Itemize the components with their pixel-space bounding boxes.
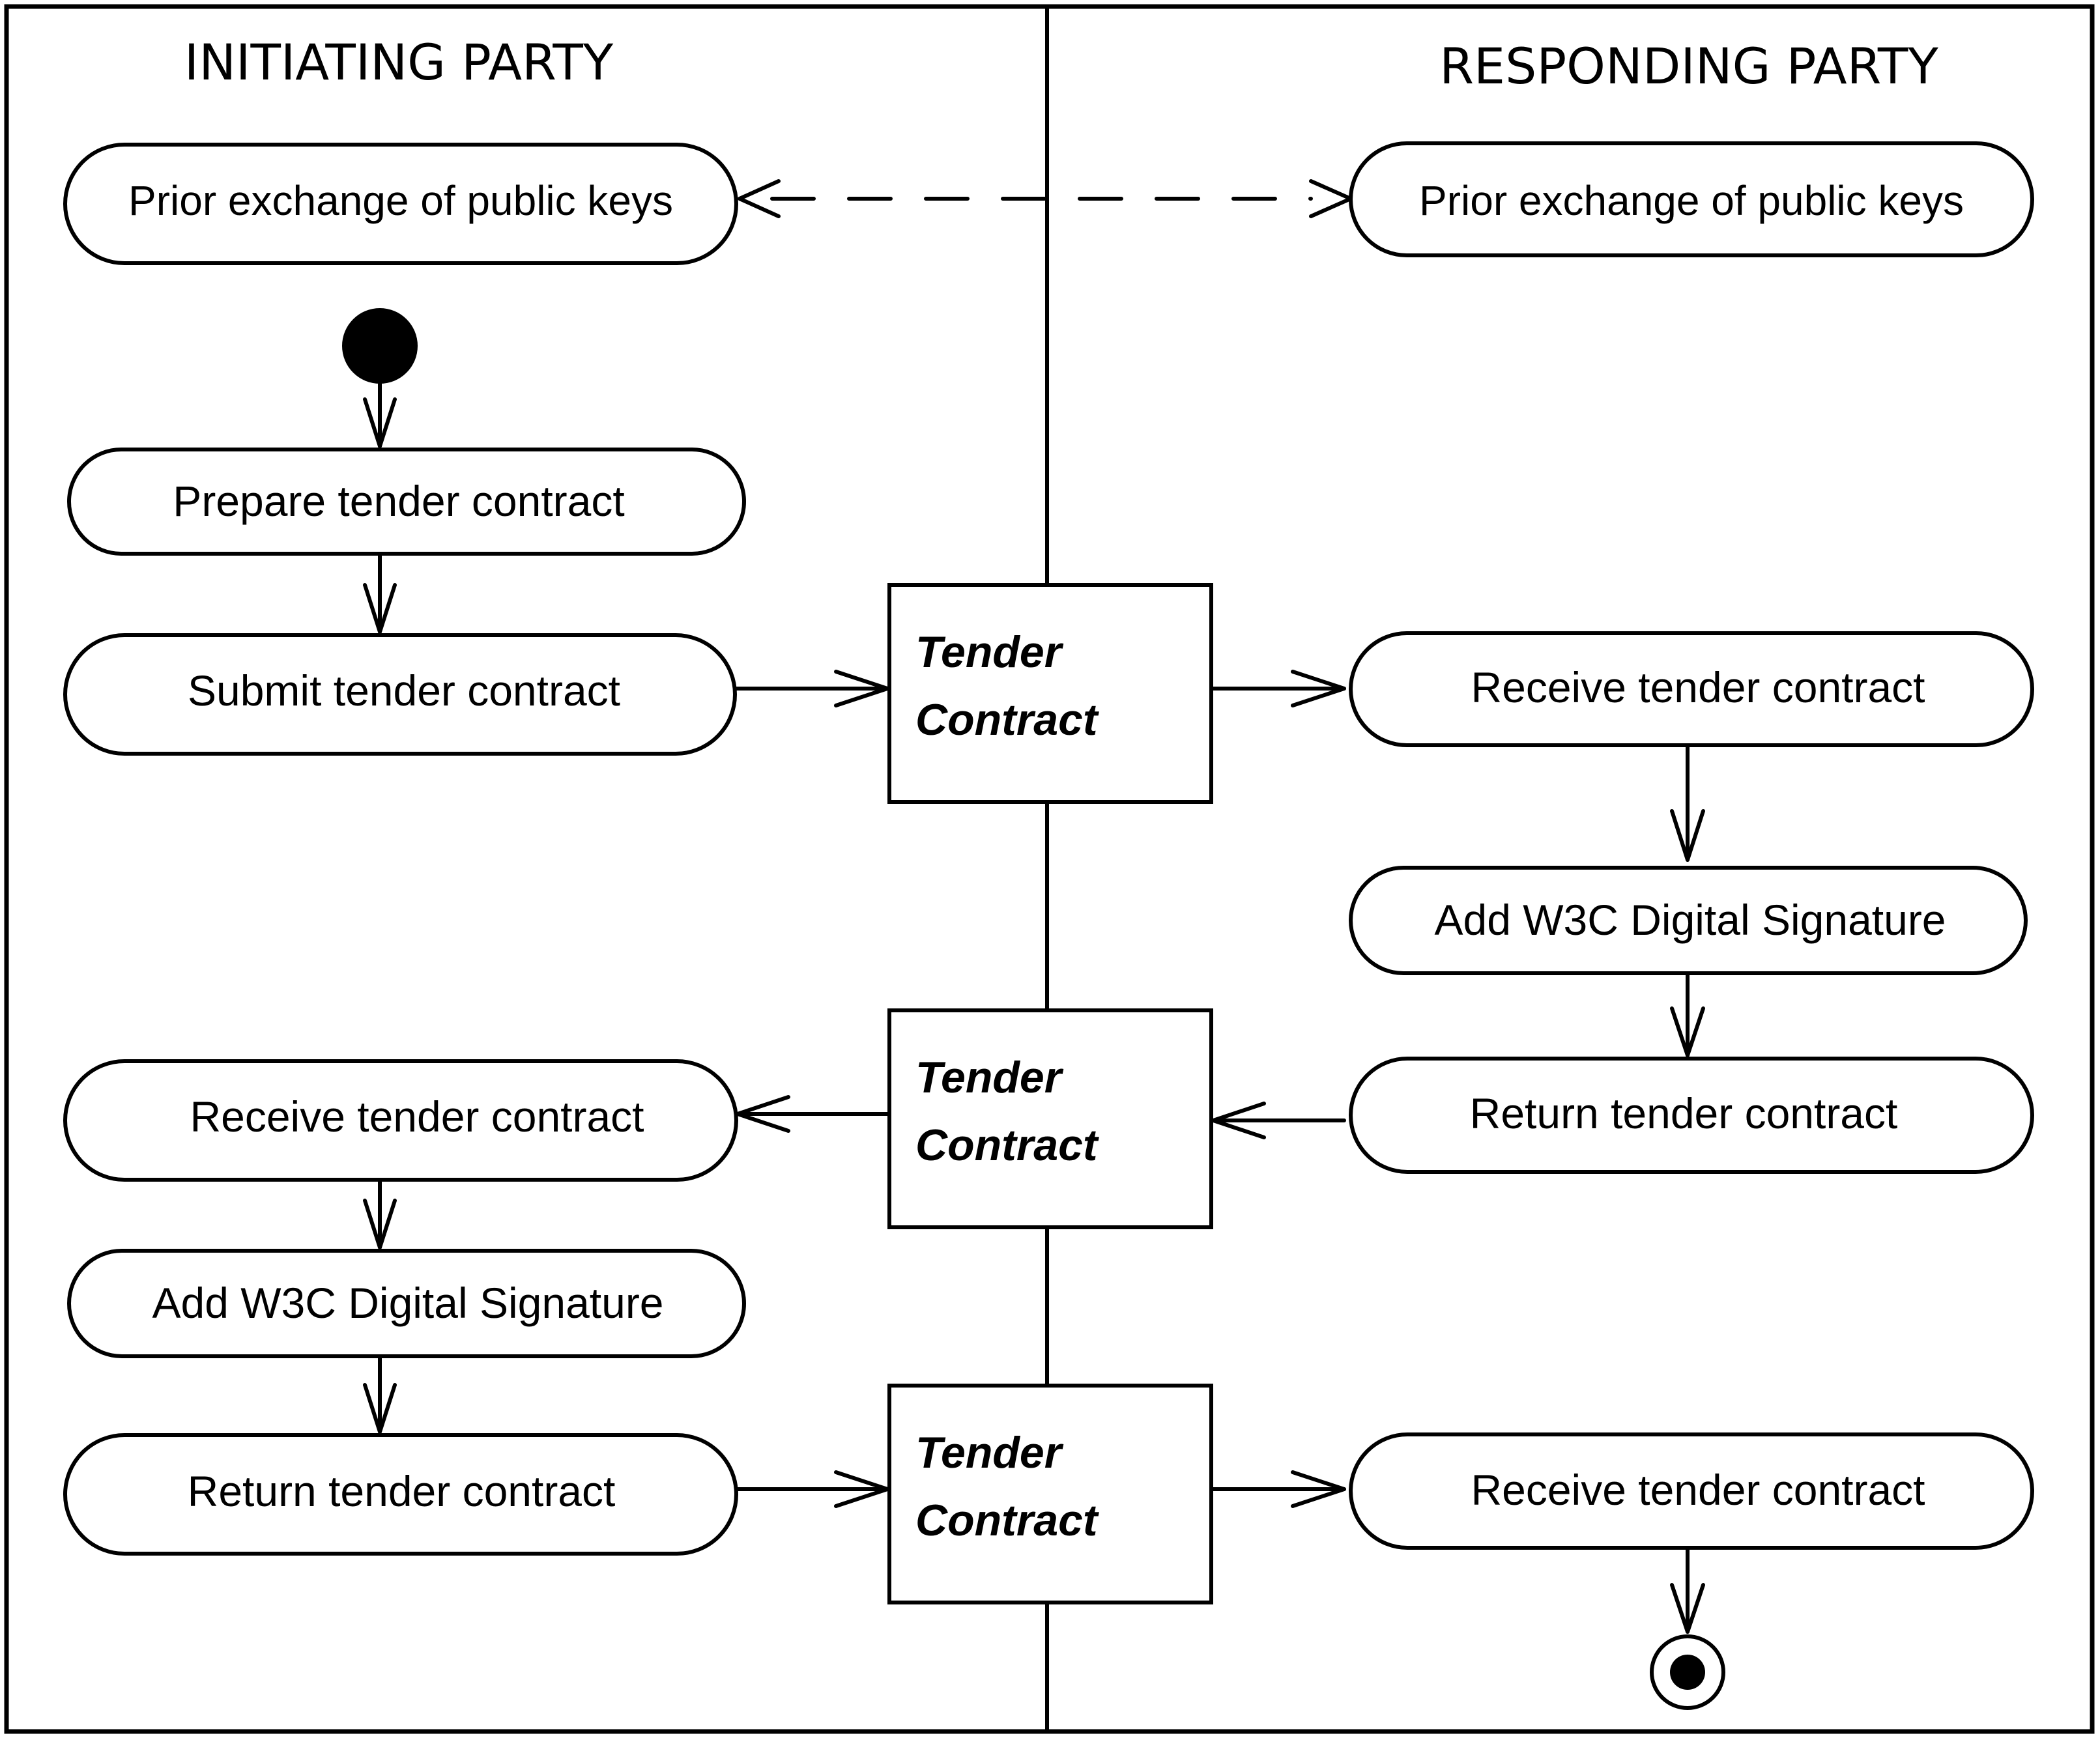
arrow-prepare-to-submit <box>363 552 397 634</box>
arrow-receive-to-sign-initiating <box>363 1178 397 1249</box>
arrow-tender-1-to-receive-responding <box>1209 670 1346 707</box>
activity-node-receive-tender-contract-initiating: Receive tender contract <box>63 1059 738 1182</box>
initial-node <box>342 308 418 384</box>
object-node-tender-contract-3: Tender Contract <box>887 1384 1213 1604</box>
arrow-receive-to-final <box>1670 1546 1705 1634</box>
dashed-arrow-prior-exchange <box>738 179 1353 218</box>
activity-label: Receive tender contract <box>1471 663 1925 711</box>
activity-label: Add W3C Digital Signature <box>152 1279 663 1327</box>
arrow-submit-to-tender-1 <box>733 670 889 707</box>
object-label-line1: Tender <box>915 1053 1064 1102</box>
arrow-sign-to-return-responding <box>1670 971 1705 1057</box>
arrow-return-responding-to-tender-2 <box>1211 1102 1346 1139</box>
activity-node-add-digital-signature-responding: Add W3C Digital Signature <box>1349 866 2028 975</box>
arrow-initial-to-prepare <box>363 382 397 448</box>
object-label-line1: Tender <box>915 627 1064 677</box>
activity-node-add-digital-signature-initiating: Add W3C Digital Signature <box>67 1249 746 1358</box>
activity-node-return-tender-contract-responding: Return tender contract <box>1349 1057 2034 1174</box>
activity-label: Return tender contract <box>1470 1089 1898 1137</box>
object-label-line2: Contract <box>915 1120 1099 1170</box>
arrow-sign-to-return-initiating <box>363 1354 397 1434</box>
activity-node-receive-tender-contract-responding-1: Receive tender contract <box>1349 631 2034 747</box>
activity-label: Receive tender contract <box>1471 1466 1925 1514</box>
lane-title-initiating-party: INITIATING PARTY <box>184 33 614 91</box>
object-label-line2: Contract <box>915 695 1099 745</box>
activity-node-receive-tender-contract-responding-2: Receive tender contract <box>1349 1432 2034 1550</box>
object-node-tender-contract-2: Tender Contract <box>887 1008 1213 1229</box>
arrow-tender-2-to-receive-initiating <box>736 1095 891 1133</box>
object-node-tender-contract-1: Tender Contract <box>887 583 1213 804</box>
activity-label: Add W3C Digital Signature <box>1434 896 1946 944</box>
activity-node-prepare-tender-contract: Prepare tender contract <box>67 448 746 556</box>
arrow-return-initiating-to-tender-3 <box>734 1470 889 1508</box>
activity-node-submit-tender-contract: Submit tender contract <box>63 633 737 756</box>
activity-node-prior-exchange-responding: Prior exchange of public keys <box>1349 141 2034 257</box>
diagram-frame <box>4 4 2095 1734</box>
activity-label: Return tender contract <box>188 1467 616 1515</box>
arrow-tender-3-to-receive-responding <box>1209 1470 1346 1508</box>
activity-label: Prepare tender contract <box>173 477 624 525</box>
activity-node-prior-exchange-initiating: Prior exchange of public keys <box>63 143 738 265</box>
activity-label: Prior exchange of public keys <box>128 177 673 224</box>
activity-label: Receive tender contract <box>190 1092 644 1141</box>
object-label-line2: Contract <box>915 1496 1099 1545</box>
final-node <box>1650 1634 1725 1710</box>
activity-label: Prior exchange of public keys <box>1419 177 1964 224</box>
lane-title-responding-party: RESPONDING PARTY <box>1439 37 1938 95</box>
arrow-receive-to-sign-responding <box>1670 743 1705 862</box>
object-label-line1: Tender <box>915 1428 1064 1477</box>
activity-label: Submit tender contract <box>188 666 620 715</box>
activity-node-return-tender-contract-initiating: Return tender contract <box>63 1433 738 1556</box>
